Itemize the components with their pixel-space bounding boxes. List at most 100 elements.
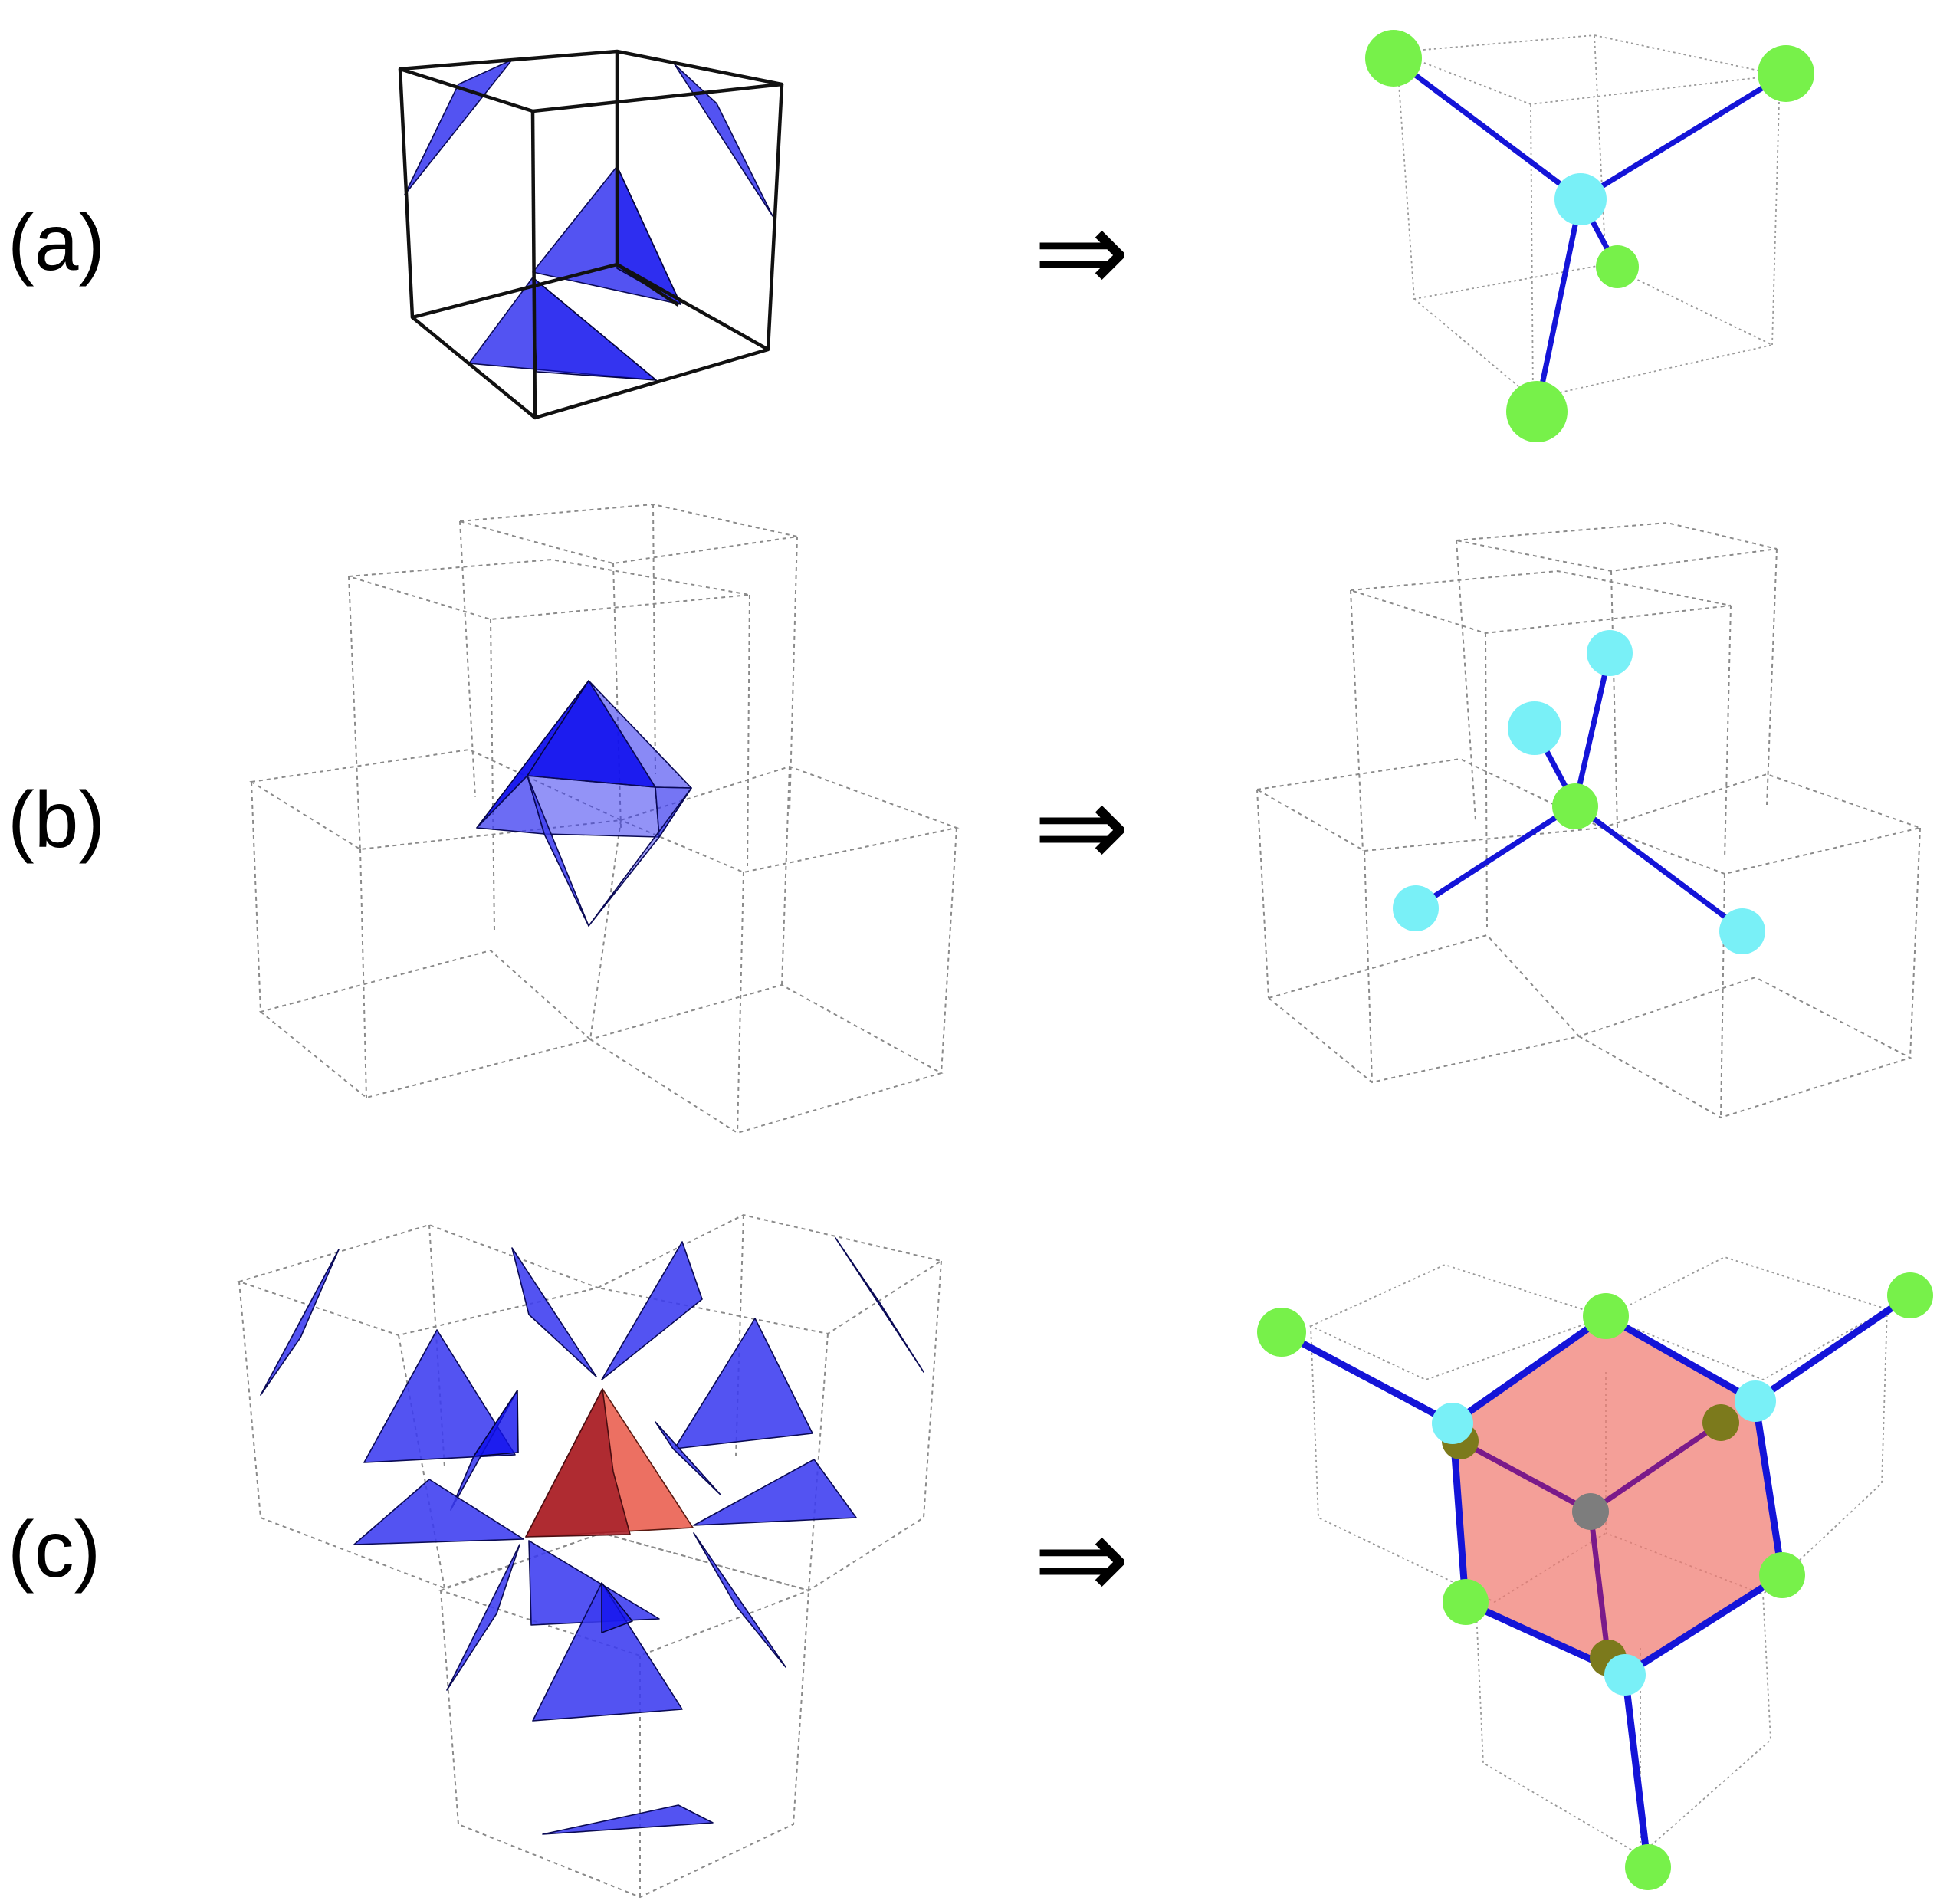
bd-cube-left-e1 <box>1350 589 1364 852</box>
c-tetra-14b <box>601 1582 633 1633</box>
bond-c-inner-3 <box>1587 1508 1611 1661</box>
dual-cube-edge-3 <box>1771 74 1781 346</box>
b-cube-br-e2 <box>941 827 957 1074</box>
atom-cyan-c-right <box>1735 1380 1776 1422</box>
b-cube-top-top <box>459 503 798 565</box>
c-tetra-1 <box>260 1249 340 1396</box>
b-cube-bl-e1 <box>251 781 261 1013</box>
cd-cube-right-side <box>1605 1308 1888 1596</box>
b-cube-br-e1 <box>737 872 744 1134</box>
dual-cube-edge-2 <box>1530 103 1534 399</box>
dual-cube-bottom <box>1412 264 1774 399</box>
bd-cube-br-e2 <box>1909 827 1921 1059</box>
c-tetra-13 <box>693 1532 786 1668</box>
bd-cube-bl-bottom <box>1266 934 1581 1084</box>
bond-a-1 <box>1392 57 1584 202</box>
c-tetra-10 <box>693 1459 857 1526</box>
atom-green-back <box>1596 245 1639 288</box>
atom-green-top-left <box>1365 30 1422 87</box>
bd-cube-bl-e2 <box>1364 850 1373 1083</box>
panel-b: (b) <box>8 503 1923 1134</box>
bd-cube-top-e1 <box>1456 540 1476 821</box>
bd-cube-bl-e1 <box>1256 789 1269 999</box>
bond-a-2 <box>1577 71 1789 202</box>
panel-b-dual-graph <box>1255 521 1923 1119</box>
atom-cyan-b-right <box>1719 908 1765 954</box>
c-tetra-8 <box>655 1421 721 1495</box>
atom-green-c-bottom <box>1625 1844 1671 1890</box>
atom-green-c-top <box>1583 1293 1629 1339</box>
panel-a-cube-tetrahedra <box>398 49 784 420</box>
dual-cube-edge-4 <box>1594 34 1607 265</box>
atom-green-c-right <box>1759 1552 1805 1598</box>
panel-c: (c) <box>8 1213 1933 1899</box>
b-cube-left-e3 <box>747 594 750 867</box>
bond-b-4 <box>1572 802 1745 933</box>
atom-green-bottom <box>1506 381 1568 442</box>
bond-b-3 <box>1413 802 1578 911</box>
bd-cube-top-e3 <box>1610 570 1618 829</box>
bond-c-inner-1 <box>1457 1438 1594 1515</box>
cube-inner-edge <box>616 263 680 307</box>
panel-b-cube-cluster <box>249 503 960 1134</box>
atom-cyan-center <box>1554 173 1607 225</box>
octa-bottom-right <box>588 787 692 927</box>
bond-c-right <box>1751 1292 1914 1405</box>
atom-green-c-far-right <box>1887 1272 1933 1318</box>
atom-green-c-left <box>1443 1579 1489 1625</box>
panel-a-label: (a) <box>8 199 105 287</box>
b-cube-left-e1 <box>348 576 361 852</box>
c-tetra-14 <box>532 1582 683 1722</box>
panel-a-dual-graph <box>1365 30 1814 442</box>
atom-cyan-b-back <box>1508 701 1561 755</box>
panel-c-label: (c) <box>8 1505 100 1594</box>
panel-c-arrow: ⇒ <box>1033 1492 1130 1626</box>
b-cube-bl-bottom <box>258 949 593 1099</box>
atom-gray-center <box>1572 1493 1609 1530</box>
cube-edges-vertical <box>398 68 415 318</box>
cube-edge-front-left <box>530 110 537 419</box>
bond-a-4 <box>1534 196 1584 413</box>
c-red-tetra-inner <box>525 1388 631 1538</box>
bd-cube-br-bottom <box>1577 976 1912 1119</box>
atom-cyan-c-bottom <box>1604 1654 1646 1696</box>
bd-cube-br-top <box>1599 773 1923 875</box>
panel-c-dual-graph <box>1257 1256 1933 1890</box>
bd-cube-bl-top <box>1255 757 1605 852</box>
c-tetra-9 <box>353 1479 524 1545</box>
c-tetra-15 <box>542 1804 714 1835</box>
b-cube-top-e4 <box>652 504 656 775</box>
atom-cyan-b-top <box>1587 630 1633 676</box>
cube-bottom-face <box>410 262 770 420</box>
atom-green-c-far-left <box>1257 1308 1306 1357</box>
bond-c-inner-2 <box>1587 1420 1724 1515</box>
atom-olive-right <box>1702 1404 1739 1441</box>
bd-cube-left-top <box>1350 570 1732 635</box>
bond-c-left <box>1278 1328 1456 1427</box>
bd-cube-top-e2 <box>1766 548 1778 806</box>
c-tetra-2 <box>511 1247 597 1377</box>
corner-tetra-top-right <box>674 64 773 217</box>
b-cube-top-e1 <box>459 520 476 798</box>
corner-tetra-top-left <box>404 59 513 195</box>
atom-green-top-right <box>1758 45 1814 102</box>
c-tetra-4 <box>835 1237 924 1373</box>
cube-edge-right <box>766 84 784 350</box>
c-tetra-6b <box>473 1390 519 1457</box>
dual-cube-top <box>1396 34 1781 105</box>
panel-b-label: (b) <box>8 776 105 865</box>
dual-cube-edge-1 <box>1396 51 1415 300</box>
c-tetra-3 <box>601 1241 703 1380</box>
octa-bottom-left <box>527 775 589 927</box>
c-tetra-5 <box>363 1329 516 1463</box>
atom-cyan-b-left <box>1393 885 1439 931</box>
b-cube-bl-e3 <box>589 819 622 1040</box>
panel-a: (a) ⇒ <box>8 30 1814 442</box>
b-cube-left-e2 <box>490 619 495 932</box>
panel-a-arrow: ⇒ <box>1033 185 1130 319</box>
c-cube-bottom-top <box>438 1531 812 1657</box>
bd-cube-br-e1 <box>1720 873 1725 1118</box>
bond-b-1 <box>1572 650 1613 808</box>
b-cube-br-bottom <box>588 983 944 1134</box>
